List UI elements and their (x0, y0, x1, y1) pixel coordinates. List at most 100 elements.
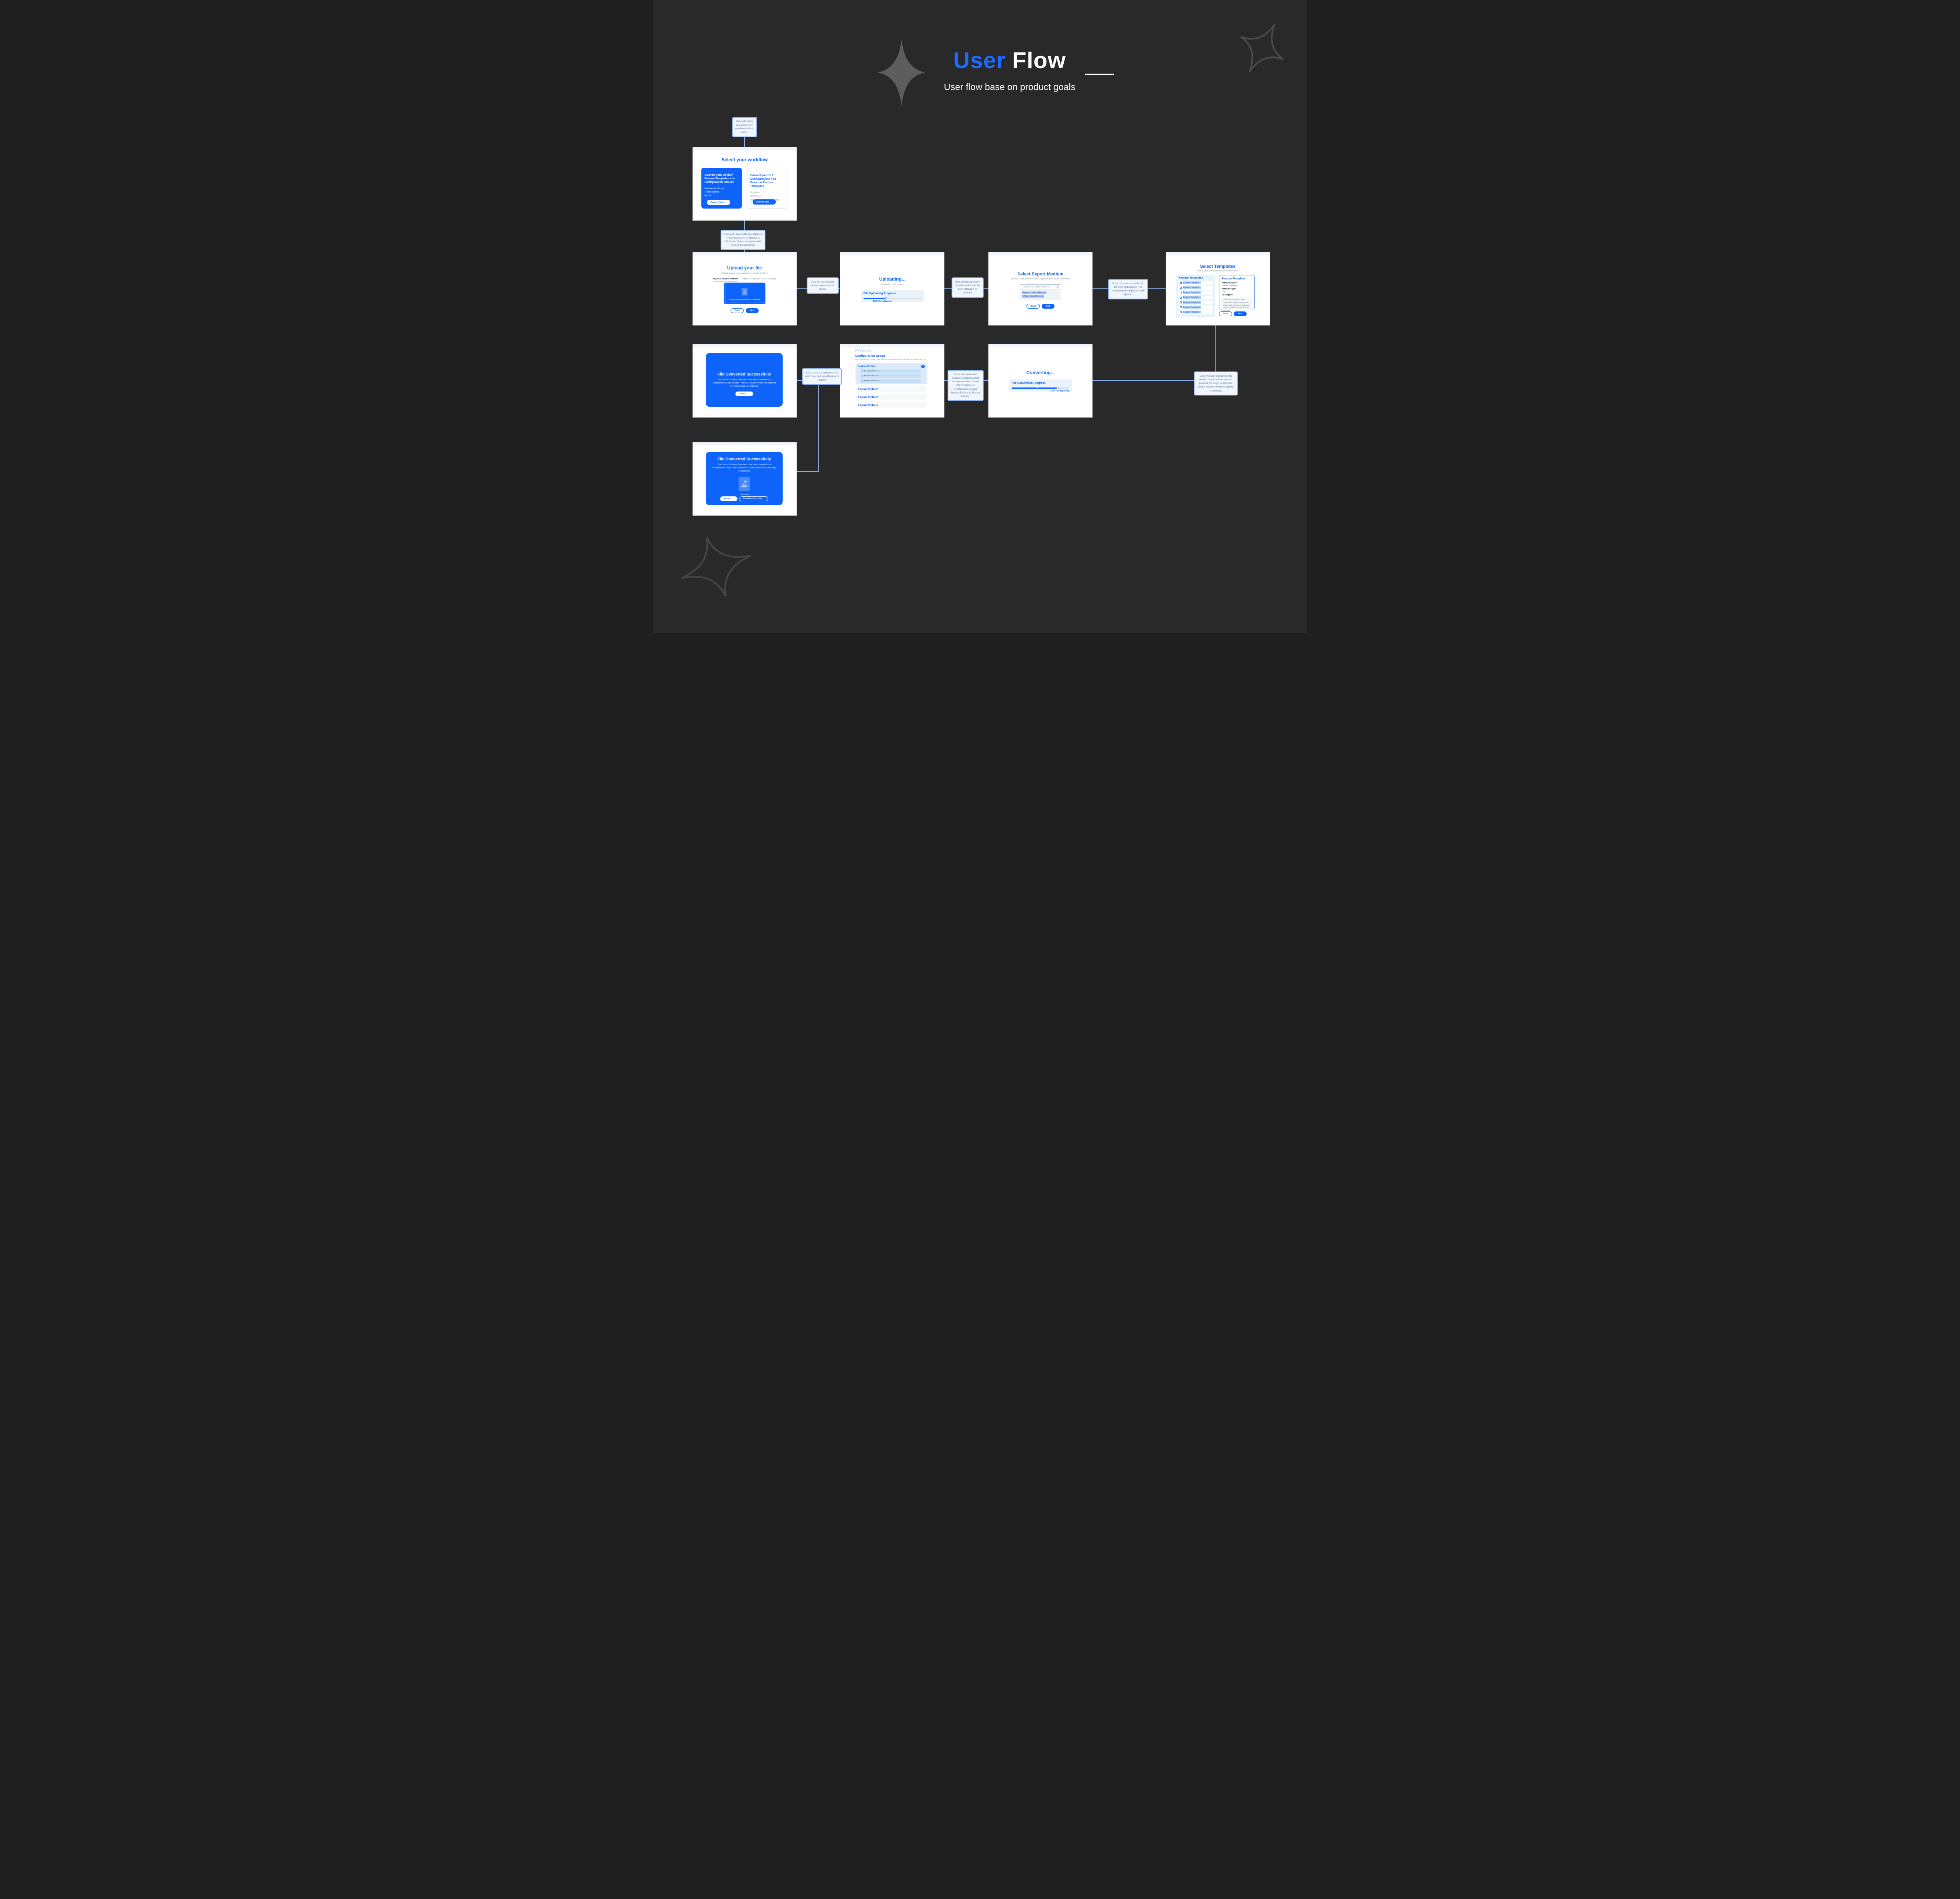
annotation: User will select any conversion workflow… (732, 117, 757, 137)
feature-profile-row[interactable]: Feature Profile 3 + (855, 394, 927, 400)
workflow-option-cli-to-templates[interactable]: Convert your CLI Configurations into Dev… (747, 168, 787, 209)
browse-link[interactable]: Browse (753, 299, 760, 301)
screen-title: Upload your file (727, 266, 762, 271)
back-label: Back (1030, 305, 1036, 307)
next-label: Next (1046, 305, 1050, 307)
template-row[interactable]: Feature Template 2 (1179, 286, 1213, 290)
feature-parcel-row[interactable]: +Feature Parcel 3 (860, 379, 921, 383)
chevron-down-icon (1056, 285, 1059, 288)
checkbox-checked-icon[interactable] (1180, 282, 1182, 284)
file-image-icon (739, 477, 750, 491)
option-item: Device CLIs (750, 195, 761, 198)
card-top-strip (693, 252, 797, 255)
detail-title: Feature Template (1222, 277, 1245, 280)
back-label: Back (735, 309, 740, 312)
profile-header: Feature Profile 1 × (858, 365, 925, 368)
screen-title: Converting... (1026, 371, 1055, 375)
tab-import-from-vmanage[interactable]: Import Templates from vManage (743, 278, 776, 280)
success-panel: File Converted Successfully The Device &… (706, 353, 783, 407)
feature-parcel-row[interactable]: +Feature Parcel 2 (860, 374, 921, 378)
progress-caption: 79% File Importing (1051, 390, 1069, 392)
download-archive-button[interactable]: Download Archive↓ (739, 496, 769, 501)
checkbox-icon[interactable] (1180, 306, 1182, 309)
option-offline-downloadable[interactable]: Offline Downloadable (1022, 295, 1059, 298)
progress-label: File Uploading Progress (864, 292, 896, 295)
checkbox-icon[interactable] (1180, 287, 1182, 289)
progress-fill (1012, 387, 1057, 389)
close-icon[interactable]: × (921, 365, 925, 368)
screen-subtitle: Uploading in Progress (881, 283, 904, 286)
checkbox-icon[interactable] (1180, 301, 1182, 303)
template-row[interactable]: Feature Template 7 (1179, 310, 1213, 314)
screen-preview: Preview Configuration Group Your configu… (840, 344, 944, 418)
expand-plus-icon[interactable]: + (921, 395, 924, 399)
back-button[interactable]: Back (731, 308, 744, 313)
success-panel: File Converted Successfully The Device &… (706, 452, 783, 505)
export-medium-dropdown[interactable]: Select your export medium (1020, 284, 1061, 289)
home-button[interactable]: Home→ (720, 496, 737, 501)
next-button[interactable]: Next (1233, 311, 1247, 316)
next-button[interactable]: Next (746, 308, 759, 313)
arrow-right-icon: → (747, 392, 749, 395)
screen-subtitle: Import templates or uploads a Sastre Arc… (721, 272, 768, 275)
feature-profile-row[interactable]: Feature Profile 2 + (855, 386, 927, 392)
screen-select-templates: Select Templates Select your feature tem… (1166, 252, 1270, 325)
next-button[interactable]: Next (1042, 304, 1054, 309)
success-description: The Device & Feature Templates have been… (712, 464, 776, 472)
progress-label: File Conversion Progress (1012, 382, 1046, 385)
feature-profile-row[interactable]: Feature Profile 4 + (855, 402, 927, 408)
template-row[interactable]: Feature Template 5 (1179, 300, 1213, 305)
file-dropzone[interactable]: Drop your template here or Browse (724, 283, 765, 304)
plus-icon: + (862, 375, 863, 377)
connector (1215, 325, 1216, 381)
progress-fill (864, 298, 886, 299)
checkbox-icon[interactable] (1180, 311, 1182, 313)
checkbox-icon[interactable] (1180, 291, 1182, 294)
template-row[interactable]: Feature Template 3 (1179, 291, 1213, 295)
progress-knob[interactable] (885, 297, 888, 300)
card-top-strip (840, 252, 944, 255)
button-row: Home→ Download Archive↓ (706, 496, 783, 501)
option-title: Convert your CLI Configurations into Dev… (750, 174, 776, 188)
list-title: Feature Templates (1179, 277, 1203, 279)
progress-bar[interactable]: 39% File Uploading (864, 297, 921, 303)
arrow-right-icon: → (725, 201, 727, 204)
screen-title: Select your workflow (721, 158, 768, 163)
back-button[interactable]: Back (1026, 304, 1040, 309)
next-label: Next (750, 309, 755, 312)
card-top-strip (693, 344, 797, 347)
connector (1092, 380, 1216, 381)
template-label: Feature Template 5 (1183, 301, 1201, 304)
template-row[interactable]: Feature Template 4 (1179, 295, 1213, 300)
workflow-option-templates-to-config-groups[interactable]: Convert your Device/ Feature Templates i… (701, 168, 742, 209)
feature-profile-expanded: Feature Profile 1 × +Feature Parcel 1 +F… (855, 363, 927, 384)
connector (818, 380, 819, 472)
conversion-progress-panel: File Conversion Progress 79% File Import… (1009, 379, 1072, 392)
template-row[interactable]: Feature Template 6 (1179, 305, 1213, 309)
screen-select-workflow: Select your workflow Convert your Device… (693, 147, 797, 221)
expand-plus-icon[interactable]: + (921, 387, 924, 391)
home-button[interactable]: Home→ (735, 391, 753, 396)
tab-upload-sastre-archive[interactable]: Upload Sastre Archive (713, 278, 738, 281)
progress-bar[interactable]: 79% File Importing (1012, 387, 1069, 392)
convert-now-button[interactable]: Convert Now→ (707, 200, 731, 205)
user-flow-canvas: User Flow User flow base on product goal… (653, 0, 1307, 633)
progress-knob[interactable] (1056, 387, 1058, 389)
feature-parcel-row[interactable]: +Feature Parcel 1 (860, 369, 921, 373)
download-label: Download Archive (743, 497, 762, 500)
option-item: Feature profiles (705, 191, 719, 194)
profile-label: Feature Profile 2 (858, 387, 878, 391)
option-export-live-vmanage[interactable]: Export to Live vManage (1022, 291, 1059, 294)
convert-now-button[interactable]: Convert Now→ (753, 199, 776, 205)
description-box: Lorem ipsum dolor sit amet, consectetur … (1222, 297, 1252, 311)
option-items: Configuration Groups Feature profiles Pa… (705, 187, 739, 198)
home-label: Home (739, 392, 746, 395)
template-row[interactable]: Feature Template 1 (1179, 281, 1213, 285)
checkbox-icon[interactable] (1180, 297, 1182, 299)
expand-plus-icon[interactable]: + (921, 403, 924, 407)
progress-caption: 39% File Uploading (873, 300, 892, 303)
screen-title: Select Export Medium (1017, 272, 1064, 277)
annotation: User will upload a file and progress wil… (807, 277, 839, 294)
back-button[interactable]: Back (1219, 311, 1232, 316)
annotation: User gives Live vManage details to impor… (721, 230, 765, 250)
